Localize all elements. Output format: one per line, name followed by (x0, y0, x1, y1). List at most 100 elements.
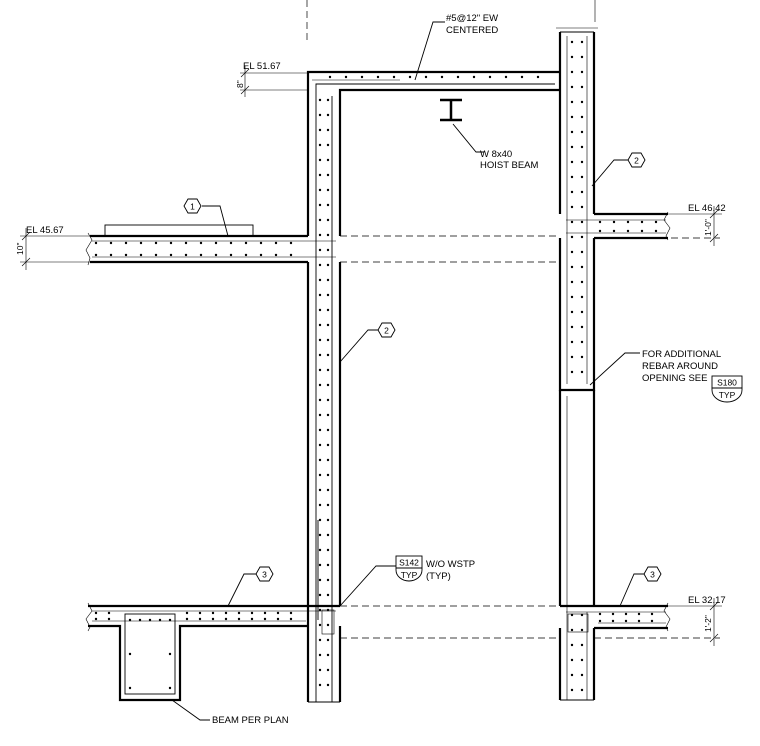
s142-sub-label: TYP (401, 570, 418, 580)
rebar-dot (318, 578, 322, 582)
rebar-lines (92, 36, 666, 702)
rebar-dot (570, 250, 574, 254)
lower-slab-dimension-label: 1'-2" (703, 615, 713, 632)
rebar-dot (650, 619, 654, 623)
rebar-dot (488, 75, 492, 79)
rebar-dot (107, 611, 111, 615)
elevation-right-upper: EL 46.42 1'-0" (668, 203, 726, 246)
rebar-dot (392, 75, 396, 79)
elevation-roof: EL 51.67 8" (235, 61, 308, 97)
rebar-dot (536, 75, 540, 79)
rebar-dot (198, 611, 202, 615)
rebar-dot (326, 278, 330, 282)
rebar-dot (124, 253, 128, 257)
rebar-dot (139, 241, 143, 245)
rebar-dot (184, 253, 188, 257)
rebar-dot (263, 611, 267, 615)
rebar-dot (289, 617, 293, 621)
rebar-dot (344, 75, 348, 79)
hoist-beam-note: W 8x40 HOIST BEAM (480, 149, 539, 171)
rebar-dot (289, 253, 293, 257)
rebar-dot (318, 308, 322, 312)
rebar-dot (326, 548, 330, 552)
rebar-dot (214, 241, 218, 245)
rebar-dot (244, 253, 248, 257)
rebar-dot (326, 428, 330, 432)
detail-tag-2-left[interactable]: 2 (377, 322, 396, 338)
rebar-dot (326, 248, 330, 252)
rebar-dot (169, 241, 173, 245)
detail-tag-2-right-label: 2 (634, 156, 639, 166)
rebar-dot (580, 250, 584, 254)
alignment-lines (340, 235, 720, 639)
rebar-dot (109, 241, 113, 245)
rebar-dot (326, 263, 330, 267)
roof-rebar-note-line2: CENTERED (446, 25, 498, 36)
detail-tag-3-left[interactable]: 3 (255, 566, 274, 582)
rebar-dots (94, 40, 658, 692)
detail-tag-1[interactable]: 1 (183, 198, 202, 214)
rebar-dot (318, 518, 322, 522)
rebar-dot (318, 158, 322, 162)
rebar-dot (229, 253, 233, 257)
rebar-dot (318, 323, 322, 327)
rebar-dot (570, 130, 574, 134)
rebar-dot (168, 618, 172, 622)
rebar-dot (580, 85, 584, 89)
rebar-dot (326, 113, 330, 117)
rebar-dot (318, 188, 322, 192)
rebar-dot (158, 618, 162, 622)
rebar-dot (570, 280, 574, 284)
rebar-dot (570, 115, 574, 119)
rebar-dot (326, 293, 330, 297)
rebar-dot (318, 398, 322, 402)
right-upper-slab (594, 211, 671, 241)
rebar-dot (580, 145, 584, 149)
rebar-dot (318, 368, 322, 372)
rebar-dot (570, 325, 574, 329)
rebar-dot (263, 617, 267, 621)
rebar-dot (318, 278, 322, 282)
detail-tag-3-right[interactable]: 3 (643, 566, 662, 582)
rebar-dot (168, 652, 172, 656)
detail-tag-2-right[interactable]: 2 (627, 152, 646, 168)
left-slab-elevation-label: EL 45.67 (26, 225, 64, 236)
rebar-dot (318, 413, 322, 417)
rebar-dot (237, 611, 241, 615)
rebar-dot (408, 75, 412, 79)
rebar-dot (326, 653, 330, 657)
rebar-dot (154, 241, 158, 245)
rebar-dot (276, 611, 280, 615)
rebar-dot (326, 638, 330, 642)
rebar-dot (598, 612, 602, 616)
rebar-dot (612, 220, 616, 224)
rebar-dot (326, 488, 330, 492)
rebar-dot (318, 128, 322, 132)
section-ref-s142[interactable]: S142 TYP (395, 555, 423, 582)
rebar-dot (318, 623, 322, 627)
rebar-dot (570, 235, 574, 239)
s180-sub-label: TYP (719, 390, 736, 400)
rebar-dot (326, 308, 330, 312)
rebar-dot (128, 652, 132, 656)
rebar-dot (580, 55, 584, 59)
section-ref-s180[interactable]: S180 TYP (711, 375, 743, 403)
rebar-dot (624, 612, 628, 616)
rebar-dot (326, 563, 330, 567)
rebar-dot (318, 533, 322, 537)
rebar-dot (326, 623, 330, 627)
detail-tag-2-left-label: 2 (384, 326, 389, 336)
rebar-dot (570, 643, 574, 647)
rebar-dot (326, 578, 330, 582)
rebar-dot (211, 611, 215, 615)
rebar-dot (580, 340, 584, 344)
rebar-dot (376, 75, 380, 79)
lower-slab-left (85, 602, 340, 702)
right-slab-dimension-label: 1'-0" (703, 219, 713, 236)
rebar-dot (326, 683, 330, 687)
rebar-dot (626, 220, 630, 224)
rebar-dot (318, 263, 322, 267)
rebar-dot (580, 175, 584, 179)
rebar-dot (138, 618, 142, 622)
